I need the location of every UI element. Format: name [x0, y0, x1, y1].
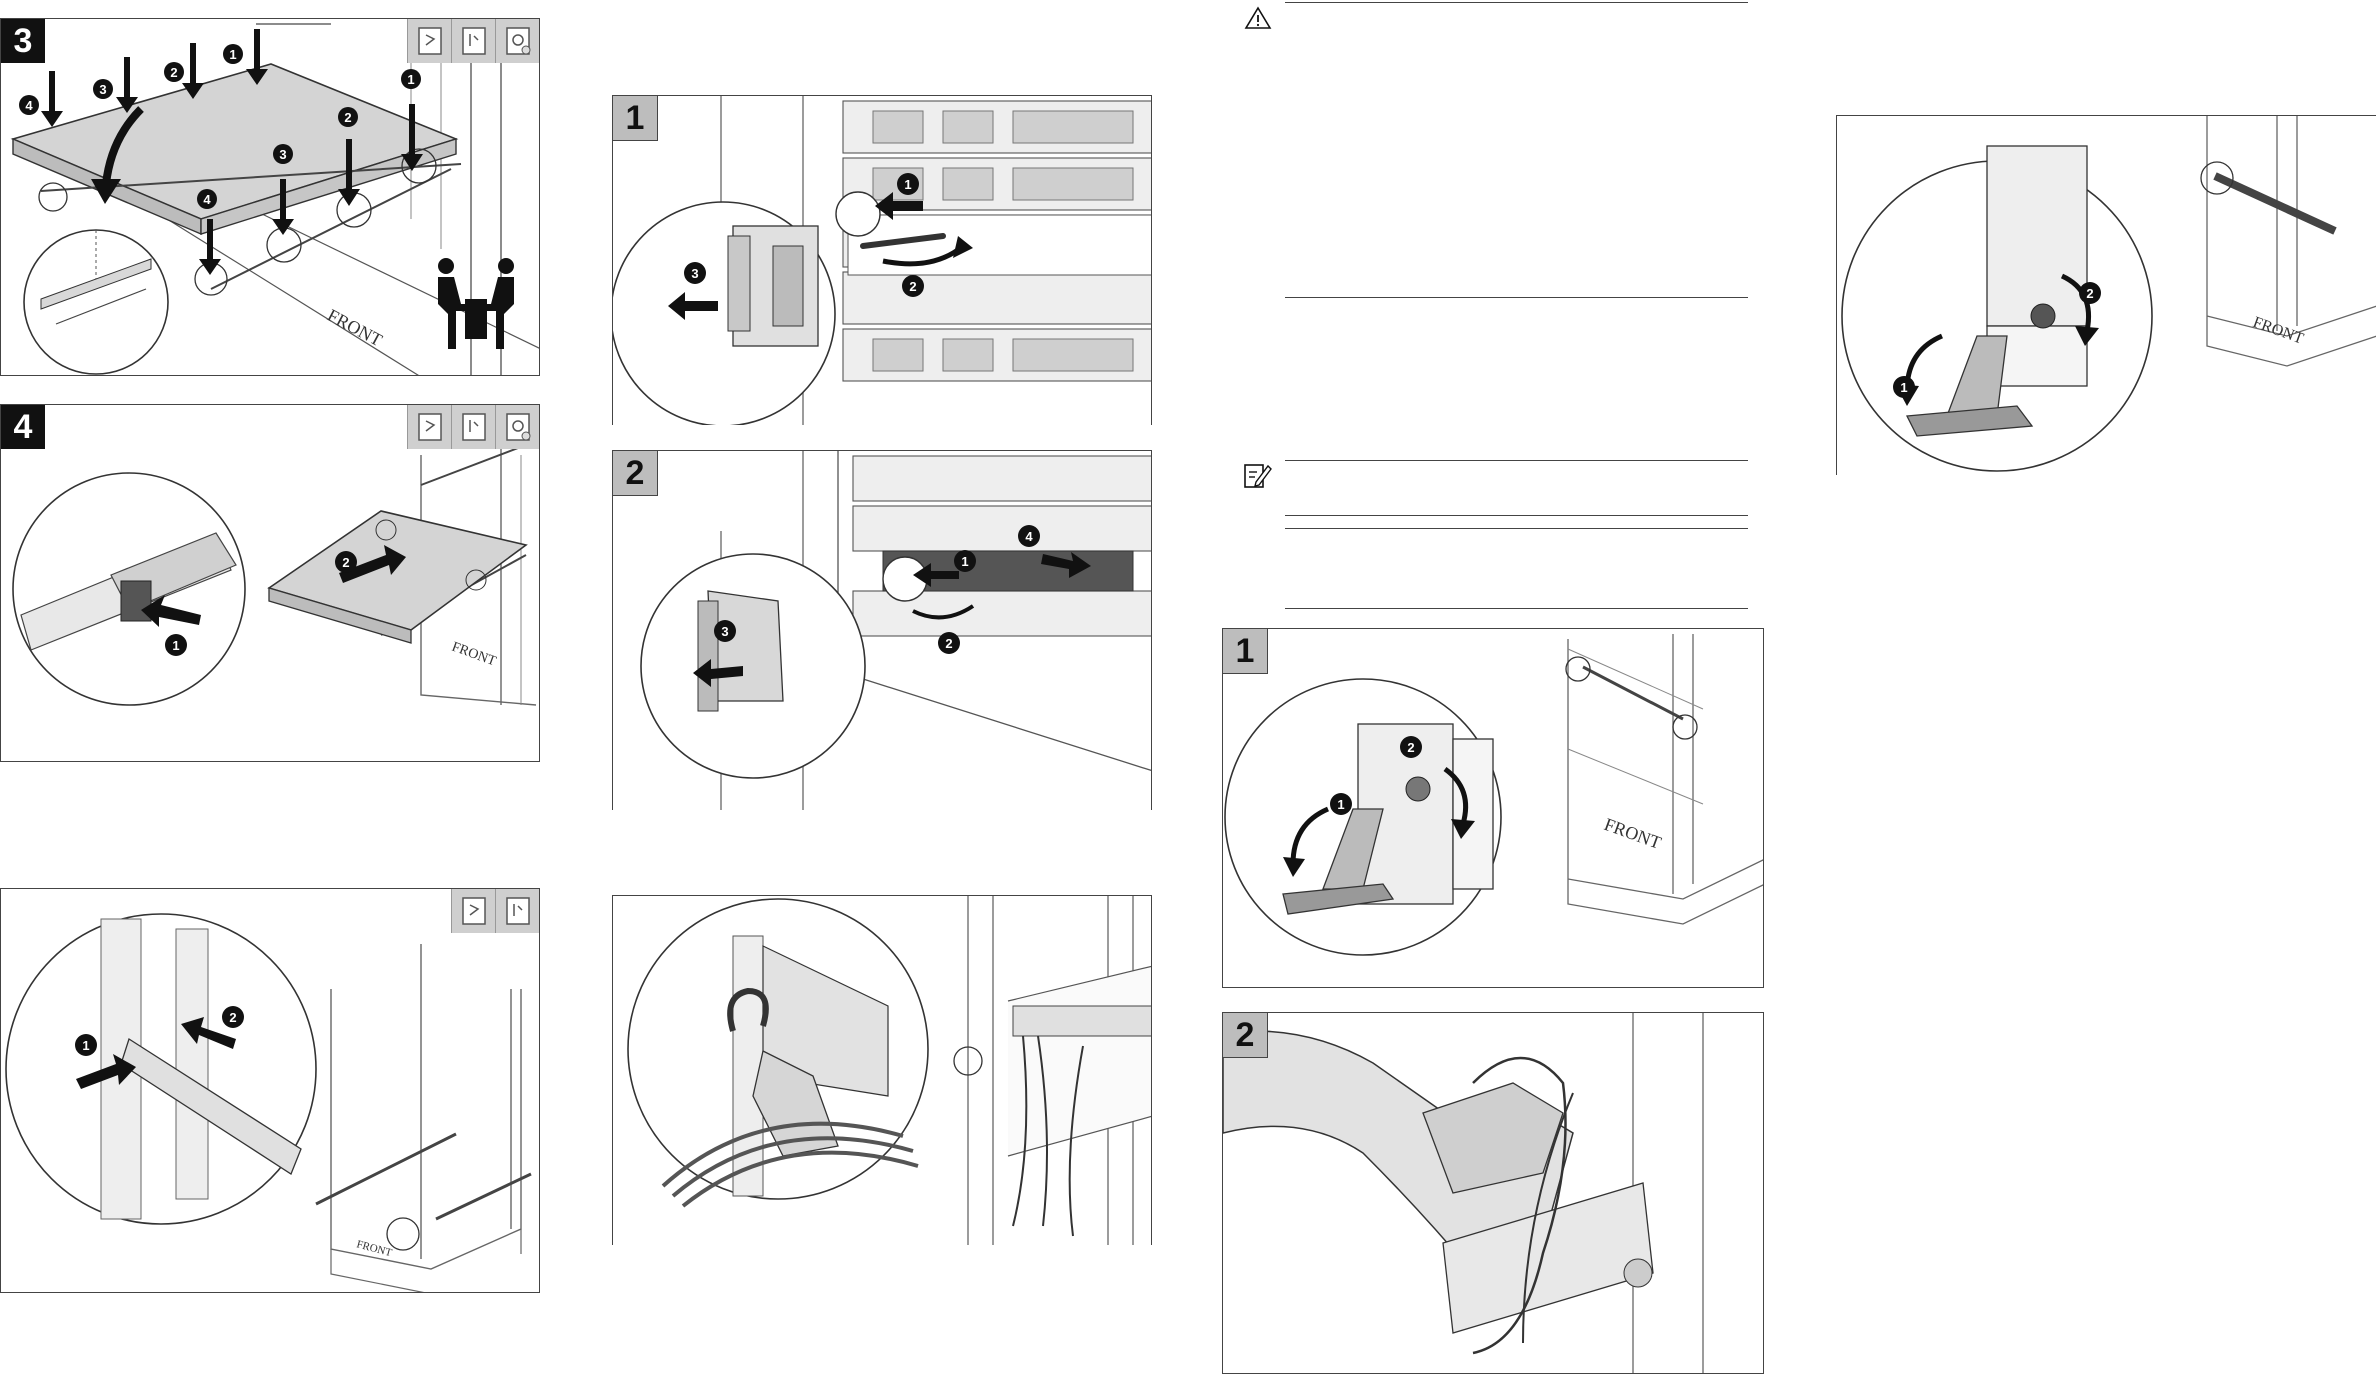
svg-text:2: 2 [2086, 286, 2093, 301]
figure-middle-step-1: 1 1 2 3 [612, 95, 1152, 425]
rack-tool-icon [495, 889, 539, 933]
figure-middle-step-2: 2 1 2 3 4 [612, 450, 1152, 810]
figure-step-4: 4 FRONT 1 2 [0, 404, 540, 762]
figure-cable-lock [612, 895, 1152, 1245]
rack-tool-icon [451, 19, 495, 63]
svg-text:1: 1 [172, 638, 179, 653]
figure-right-step-1: 1 FRONT 1 2 [1222, 628, 1764, 988]
svg-text:FRONT: FRONT [1602, 814, 1664, 853]
svg-text:2: 2 [170, 65, 177, 80]
svg-text:1: 1 [1337, 797, 1344, 812]
figure-step-3: 3 [0, 18, 540, 376]
front-label: FRONT [324, 305, 385, 350]
rack-tool-icon [407, 19, 451, 63]
tool-strip [407, 19, 539, 63]
step-number: 3 [1, 19, 45, 63]
svg-text:4: 4 [25, 98, 33, 113]
rack-tool-icon [495, 405, 539, 449]
svg-text:2: 2 [945, 636, 952, 651]
step-number: 2 [613, 451, 658, 496]
rack-tool-icon [407, 405, 451, 449]
rack-tool-icon [451, 405, 495, 449]
svg-text:FRONT: FRONT [2251, 314, 2306, 348]
step-number: 2 [1223, 1013, 1268, 1058]
rack-tool-icon [451, 889, 495, 933]
svg-text:1: 1 [407, 72, 414, 87]
svg-text:2: 2 [909, 279, 916, 294]
rack-tool-icon [495, 19, 539, 63]
svg-text:4: 4 [1025, 529, 1033, 544]
note-rule-1 [1285, 460, 1748, 461]
svg-text:3: 3 [279, 147, 286, 162]
svg-text:1: 1 [82, 1038, 89, 1053]
tool-strip [407, 405, 539, 449]
two-person-lift-icon [438, 258, 514, 349]
svg-text:2: 2 [344, 110, 351, 125]
svg-text:1: 1 [961, 554, 968, 569]
step-number: 1 [613, 96, 658, 141]
caution-rule-top [1285, 2, 1748, 3]
caution-triangle-icon [1244, 6, 1272, 29]
svg-text:1: 1 [904, 177, 911, 192]
svg-text:2: 2 [342, 555, 349, 570]
note-rule-4 [1285, 608, 1748, 609]
figure-rack-latch: FRONT 1 2 [1836, 115, 2376, 475]
note-rule-3 [1285, 528, 1748, 529]
svg-text:2: 2 [1407, 740, 1414, 755]
tool-strip [451, 889, 539, 933]
svg-text:1: 1 [1900, 380, 1907, 395]
svg-text:3: 3 [99, 82, 106, 97]
step-number: 4 [1, 405, 45, 449]
svg-text:FRONT: FRONT [355, 1238, 393, 1259]
svg-text:3: 3 [691, 266, 698, 281]
note-pencil-icon [1244, 464, 1272, 488]
svg-text:4: 4 [203, 192, 211, 207]
figure-right-step-2: 2 [1222, 1012, 1764, 1374]
step-number: 1 [1223, 629, 1268, 674]
svg-text:3: 3 [721, 624, 728, 639]
caution-rule-bottom [1285, 297, 1748, 298]
figure-rail-install: FRONT 1 2 [0, 888, 540, 1293]
svg-text:FRONT: FRONT [450, 640, 499, 670]
svg-text:2: 2 [229, 1010, 236, 1025]
note-rule-2 [1285, 515, 1748, 516]
callout: 1 [229, 47, 236, 62]
